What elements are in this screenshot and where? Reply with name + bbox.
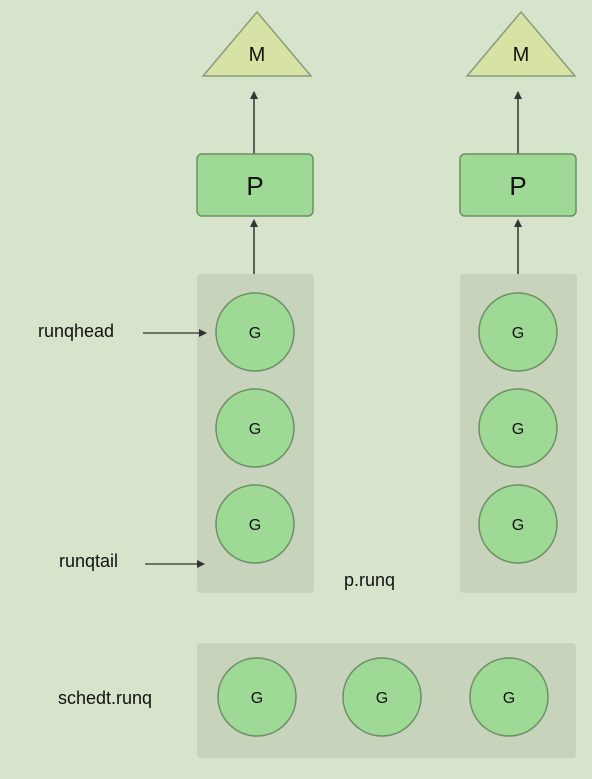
left-g-label-2: G xyxy=(249,421,261,438)
left-g-circle-1 xyxy=(215,292,295,372)
left-g-label-1: G xyxy=(249,325,261,342)
left-m-label: M xyxy=(249,44,266,66)
left-g-label-3: G xyxy=(249,517,261,534)
right-g-label-2: G xyxy=(512,421,524,438)
right-m-triangle xyxy=(465,10,577,77)
runqtail-label: runqtail xyxy=(59,551,119,571)
schedt-g-circle-3 xyxy=(469,657,549,737)
schedt-runq-label: schedt.runq xyxy=(58,688,153,708)
right-p-box xyxy=(459,153,577,217)
schedt-g-label-3: G xyxy=(503,690,515,707)
left-p-label: P xyxy=(246,171,263,201)
left-m-triangle xyxy=(201,10,313,77)
runqhead-label: runqhead xyxy=(38,321,115,341)
right-g-circle-1 xyxy=(478,292,558,372)
right-m-label: M xyxy=(513,44,530,66)
schedt-g-label-2: G xyxy=(376,690,388,707)
right-p-label: P xyxy=(509,171,526,201)
p-runq-label: p.runq xyxy=(344,570,396,590)
left-g-circle-2 xyxy=(215,388,295,468)
right-g-circle-3 xyxy=(478,484,558,564)
right-g-label-1: G xyxy=(512,325,524,342)
schedt-g-label-1: G xyxy=(251,690,263,707)
left-g-circle-3 xyxy=(215,484,295,564)
right-g-circle-2 xyxy=(478,388,558,468)
schedt-g-circle-1 xyxy=(217,657,297,737)
left-p-box xyxy=(196,153,314,217)
schedt-g-circle-2 xyxy=(342,657,422,737)
right-g-label-3: G xyxy=(512,517,524,534)
